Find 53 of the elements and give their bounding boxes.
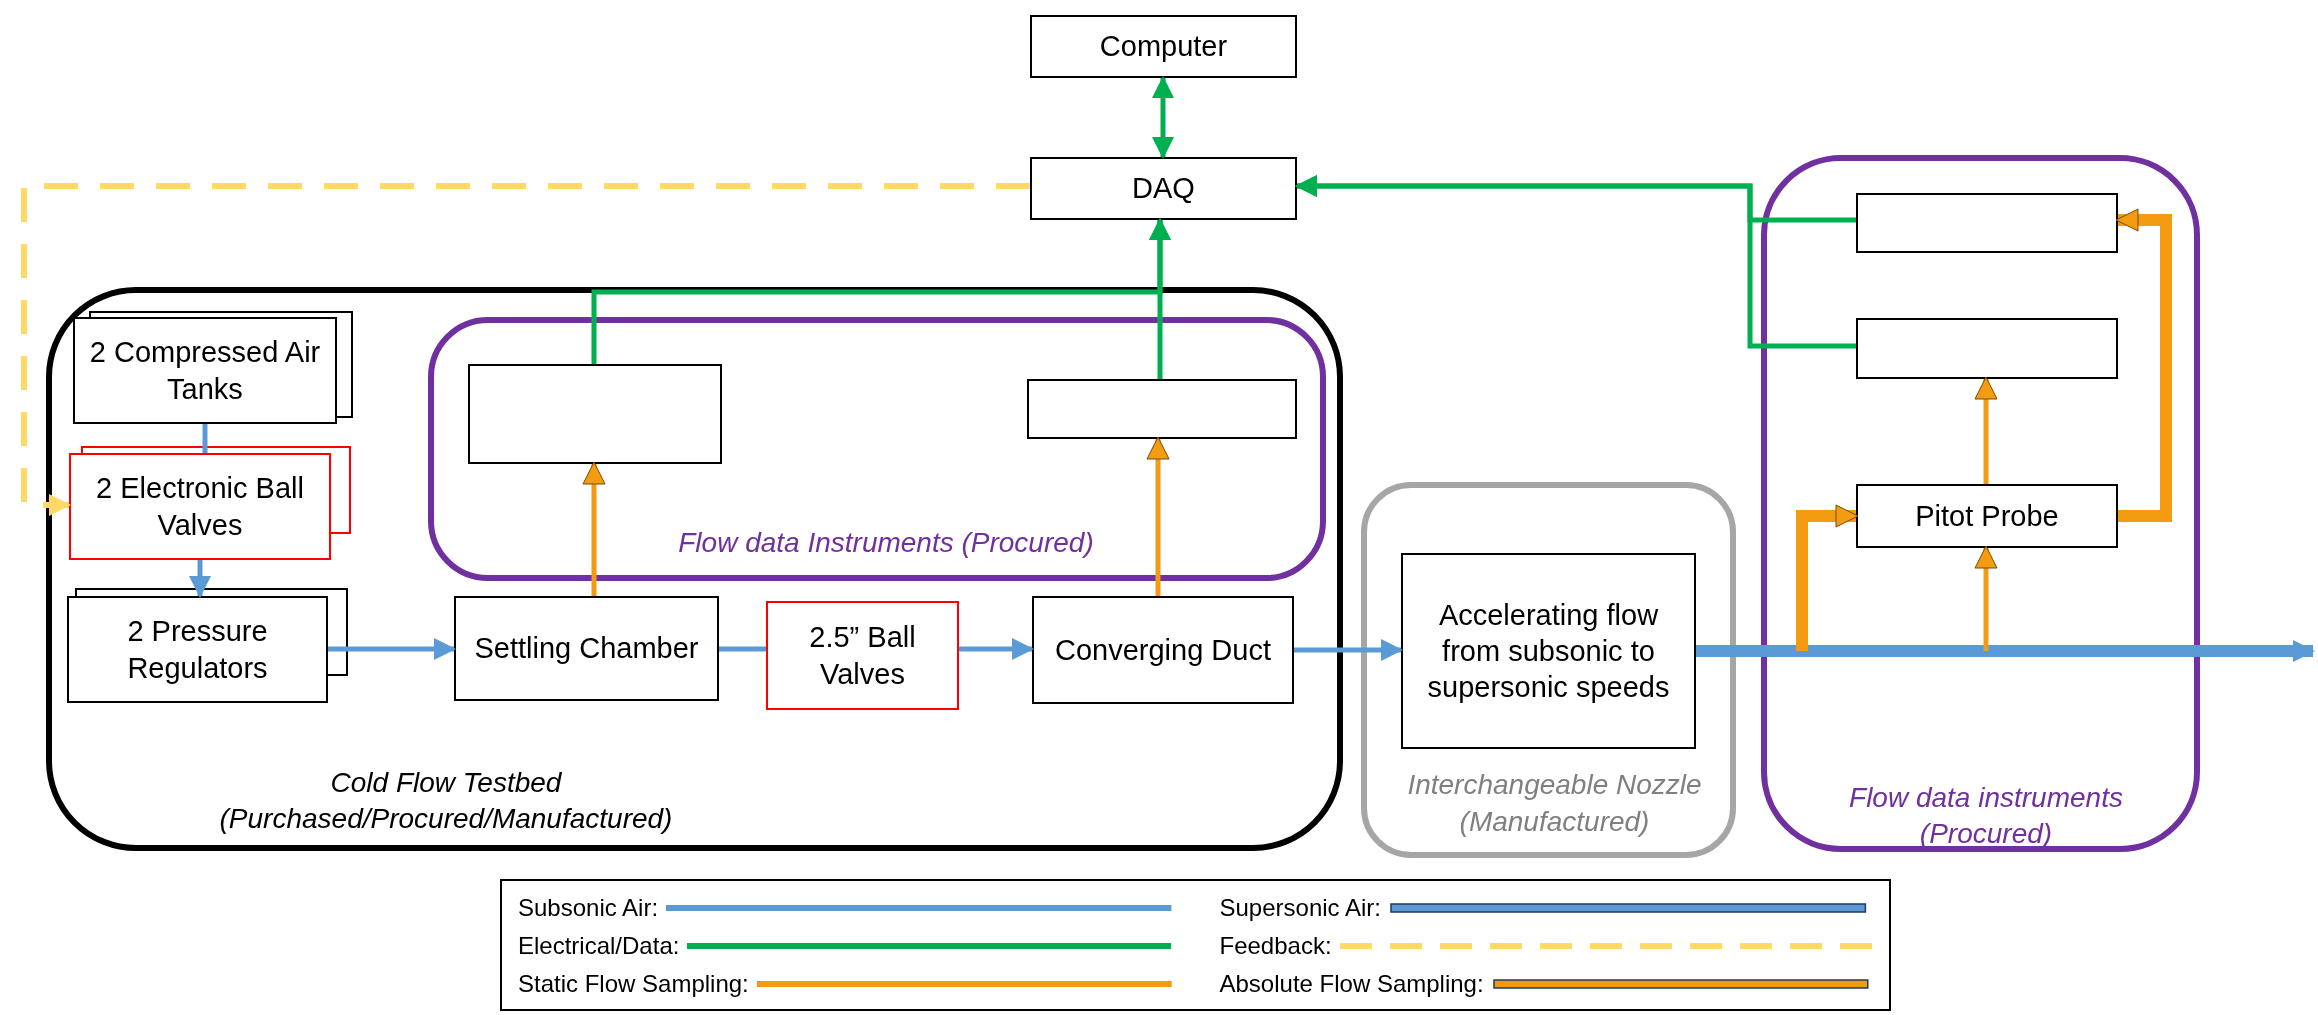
process-box — [73, 317, 337, 424]
box-label: DAQ — [1132, 171, 1195, 207]
process-box — [454, 596, 719, 701]
legend-label: Feedback: — [1219, 931, 1332, 961]
legend-label: Absolute Flow Sampling: — [1219, 969, 1484, 999]
process-box — [1030, 15, 1297, 78]
box-label: 2 Electronic Ball Valves — [95, 471, 305, 543]
instrument-group-outline — [1761, 155, 2200, 852]
feedback-arrow — [21, 183, 1030, 516]
process-box — [1401, 553, 1696, 749]
box-label: Converging Duct — [1055, 632, 1271, 668]
process-box — [766, 601, 959, 710]
legend-label: Electrical/Data: — [518, 931, 680, 961]
legend-label: Subsonic Air: — [518, 893, 659, 923]
flow-arrow — [2115, 208, 2172, 522]
testbed-group-outline — [46, 287, 1343, 851]
box-label: Pitot Probe — [1915, 498, 2059, 534]
instrument-box — [468, 364, 722, 464]
box-label: Computer — [1099, 29, 1228, 65]
flow-arrow — [1974, 545, 1998, 651]
flow-arrow — [1696, 640, 2315, 662]
nozzle-group-outline — [1361, 482, 1736, 858]
process-box — [67, 596, 328, 703]
instrument-box — [1856, 318, 2118, 379]
box-label: Settling Chamber — [474, 631, 699, 667]
box-label: 2 Pressure Regulators — [126, 614, 269, 686]
flow-arrow — [1796, 504, 1859, 651]
instrument-box — [1856, 193, 2118, 253]
process-box — [1032, 596, 1294, 704]
flow-arrow — [1295, 175, 1856, 349]
group-label: Flow data Instruments (Procured) — [678, 525, 1094, 560]
process-box — [1030, 157, 1297, 220]
group-label: Interchangeable Nozzle (Manufactured) — [1406, 768, 1703, 839]
instrument-box — [1027, 379, 1297, 439]
box-label: Accelerating flow from subsonic to supersonic speeds — [1426, 597, 1671, 706]
legend-label: Supersonic Air: — [1219, 893, 1381, 923]
flow-arrow — [1152, 76, 1174, 159]
flow-arrow — [189, 560, 211, 598]
instrument-group-outline — [428, 317, 1326, 581]
group-label: Cold Flow Testbed (Purchased/Procured/Manufactured) — [218, 765, 674, 836]
flow-arrow — [1294, 639, 1403, 661]
flow-arrow — [1974, 376, 1998, 484]
flow-arrow — [1149, 218, 1171, 379]
flow-arrow — [959, 638, 1034, 660]
group-label: Flow data instruments (Procured) — [1848, 780, 2124, 851]
flow-arrow — [328, 638, 456, 660]
box-label: 2 Compressed Air Tanks — [88, 335, 322, 407]
box-label: 2.5” Ball Valves — [808, 620, 917, 692]
process-box — [1856, 484, 2118, 548]
flow-arrow — [582, 461, 606, 596]
flow-arrow — [1146, 436, 1170, 596]
legend-label: Static Flow Sampling: — [518, 969, 749, 999]
process-box — [69, 453, 331, 560]
